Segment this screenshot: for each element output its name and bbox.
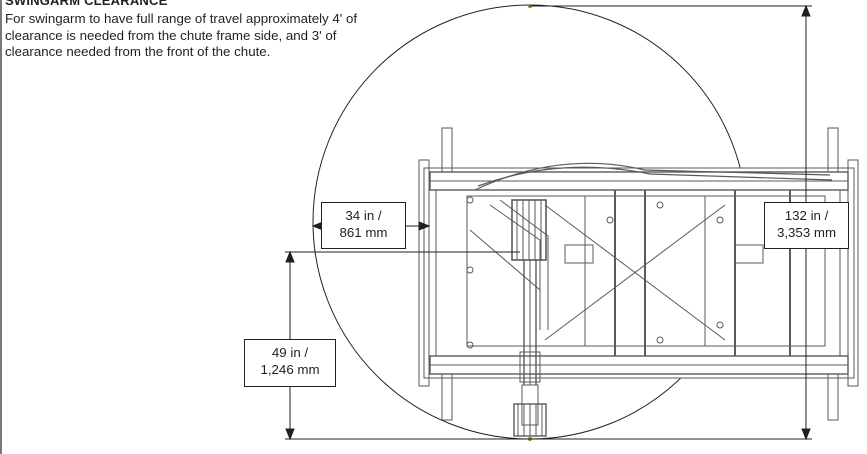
length-clearance-mm: 3,353 mm: [776, 225, 837, 240]
front-clearance-label: 49 in / 1,246 mm: [244, 339, 336, 387]
length-clearance-inches: 132 in /: [784, 208, 829, 223]
side-clearance-label: 34 in / 861 mm: [321, 202, 406, 249]
swingarm: [511, 199, 547, 437]
front-clearance-mm: 1,246 mm: [260, 362, 320, 377]
side-clearance-inches: 34 in /: [345, 208, 382, 223]
section-heading: SWINGARM CLEARANCE: [5, 0, 168, 8]
front-clearance-inches: 49 in /: [271, 345, 309, 360]
length-clearance-label: 132 in / 3,353 mm: [764, 202, 849, 249]
side-clearance-mm: 861 mm: [339, 225, 388, 240]
clearance-description: For swingarm to have full range of trave…: [5, 11, 358, 60]
chute-frame: [418, 127, 859, 421]
front-dimension-line: [285, 250, 530, 441]
